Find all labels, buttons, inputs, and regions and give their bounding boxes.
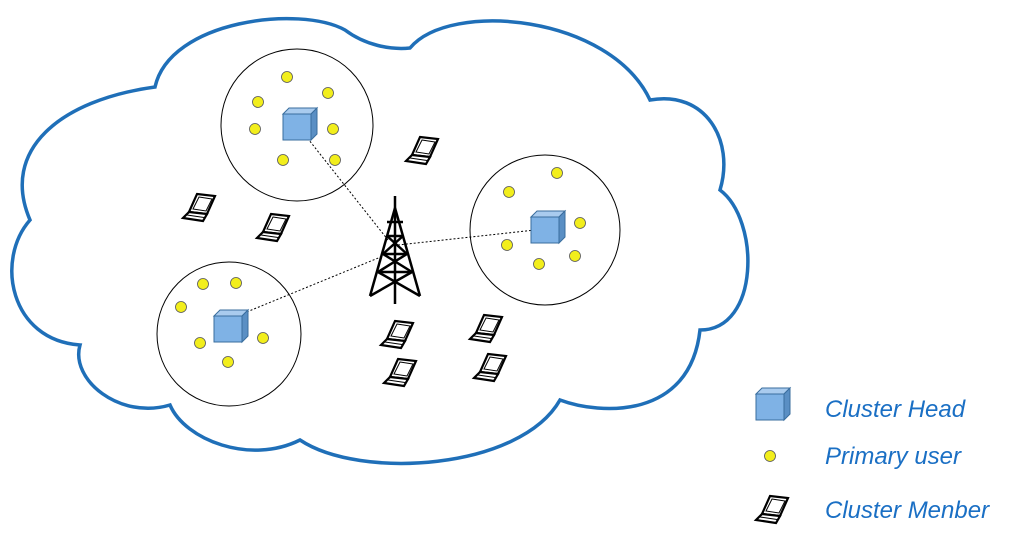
primary-user [277, 154, 289, 166]
link-right-cluster [397, 229, 536, 246]
primary-user [194, 337, 206, 349]
legend-cluster-head-label: Cluster Head [825, 396, 966, 423]
primary-user [551, 167, 563, 179]
primary-user [281, 71, 293, 83]
primary-user [252, 96, 264, 108]
primary-user [501, 239, 513, 251]
primary-user [503, 186, 515, 198]
legend-primary-user-icon [764, 450, 776, 462]
primary-user [329, 154, 341, 166]
cluster-boundary-right [469, 154, 621, 306]
primary-user [222, 356, 234, 368]
primary-user [249, 123, 261, 135]
tower-icon [368, 196, 422, 304]
primary-user [175, 301, 187, 313]
primary-user [574, 217, 586, 229]
cluster-boundary-left [156, 261, 302, 407]
network-cloud [10, 16, 750, 466]
primary-user [197, 278, 209, 290]
legend-cluster-head-icon [755, 387, 791, 421]
cluster-head-right [530, 210, 566, 244]
cluster-head-top [282, 107, 318, 141]
primary-user [257, 332, 269, 344]
cluster-boundary-top [220, 48, 374, 202]
legend-primary-user-label: Primary user [825, 443, 962, 470]
legend: Cluster Head Primary user Cluster Menber [754, 387, 990, 525]
primary-user [230, 277, 242, 289]
legend-cluster-member-icon [754, 494, 790, 525]
legend-cluster-member-label: Cluster Menber [825, 497, 990, 524]
link-left-cluster [231, 253, 389, 319]
primary-user [533, 258, 545, 270]
primary-user [327, 123, 339, 135]
primary-user [569, 250, 581, 262]
cluster-head-left [213, 309, 249, 343]
primary-user [322, 87, 334, 99]
